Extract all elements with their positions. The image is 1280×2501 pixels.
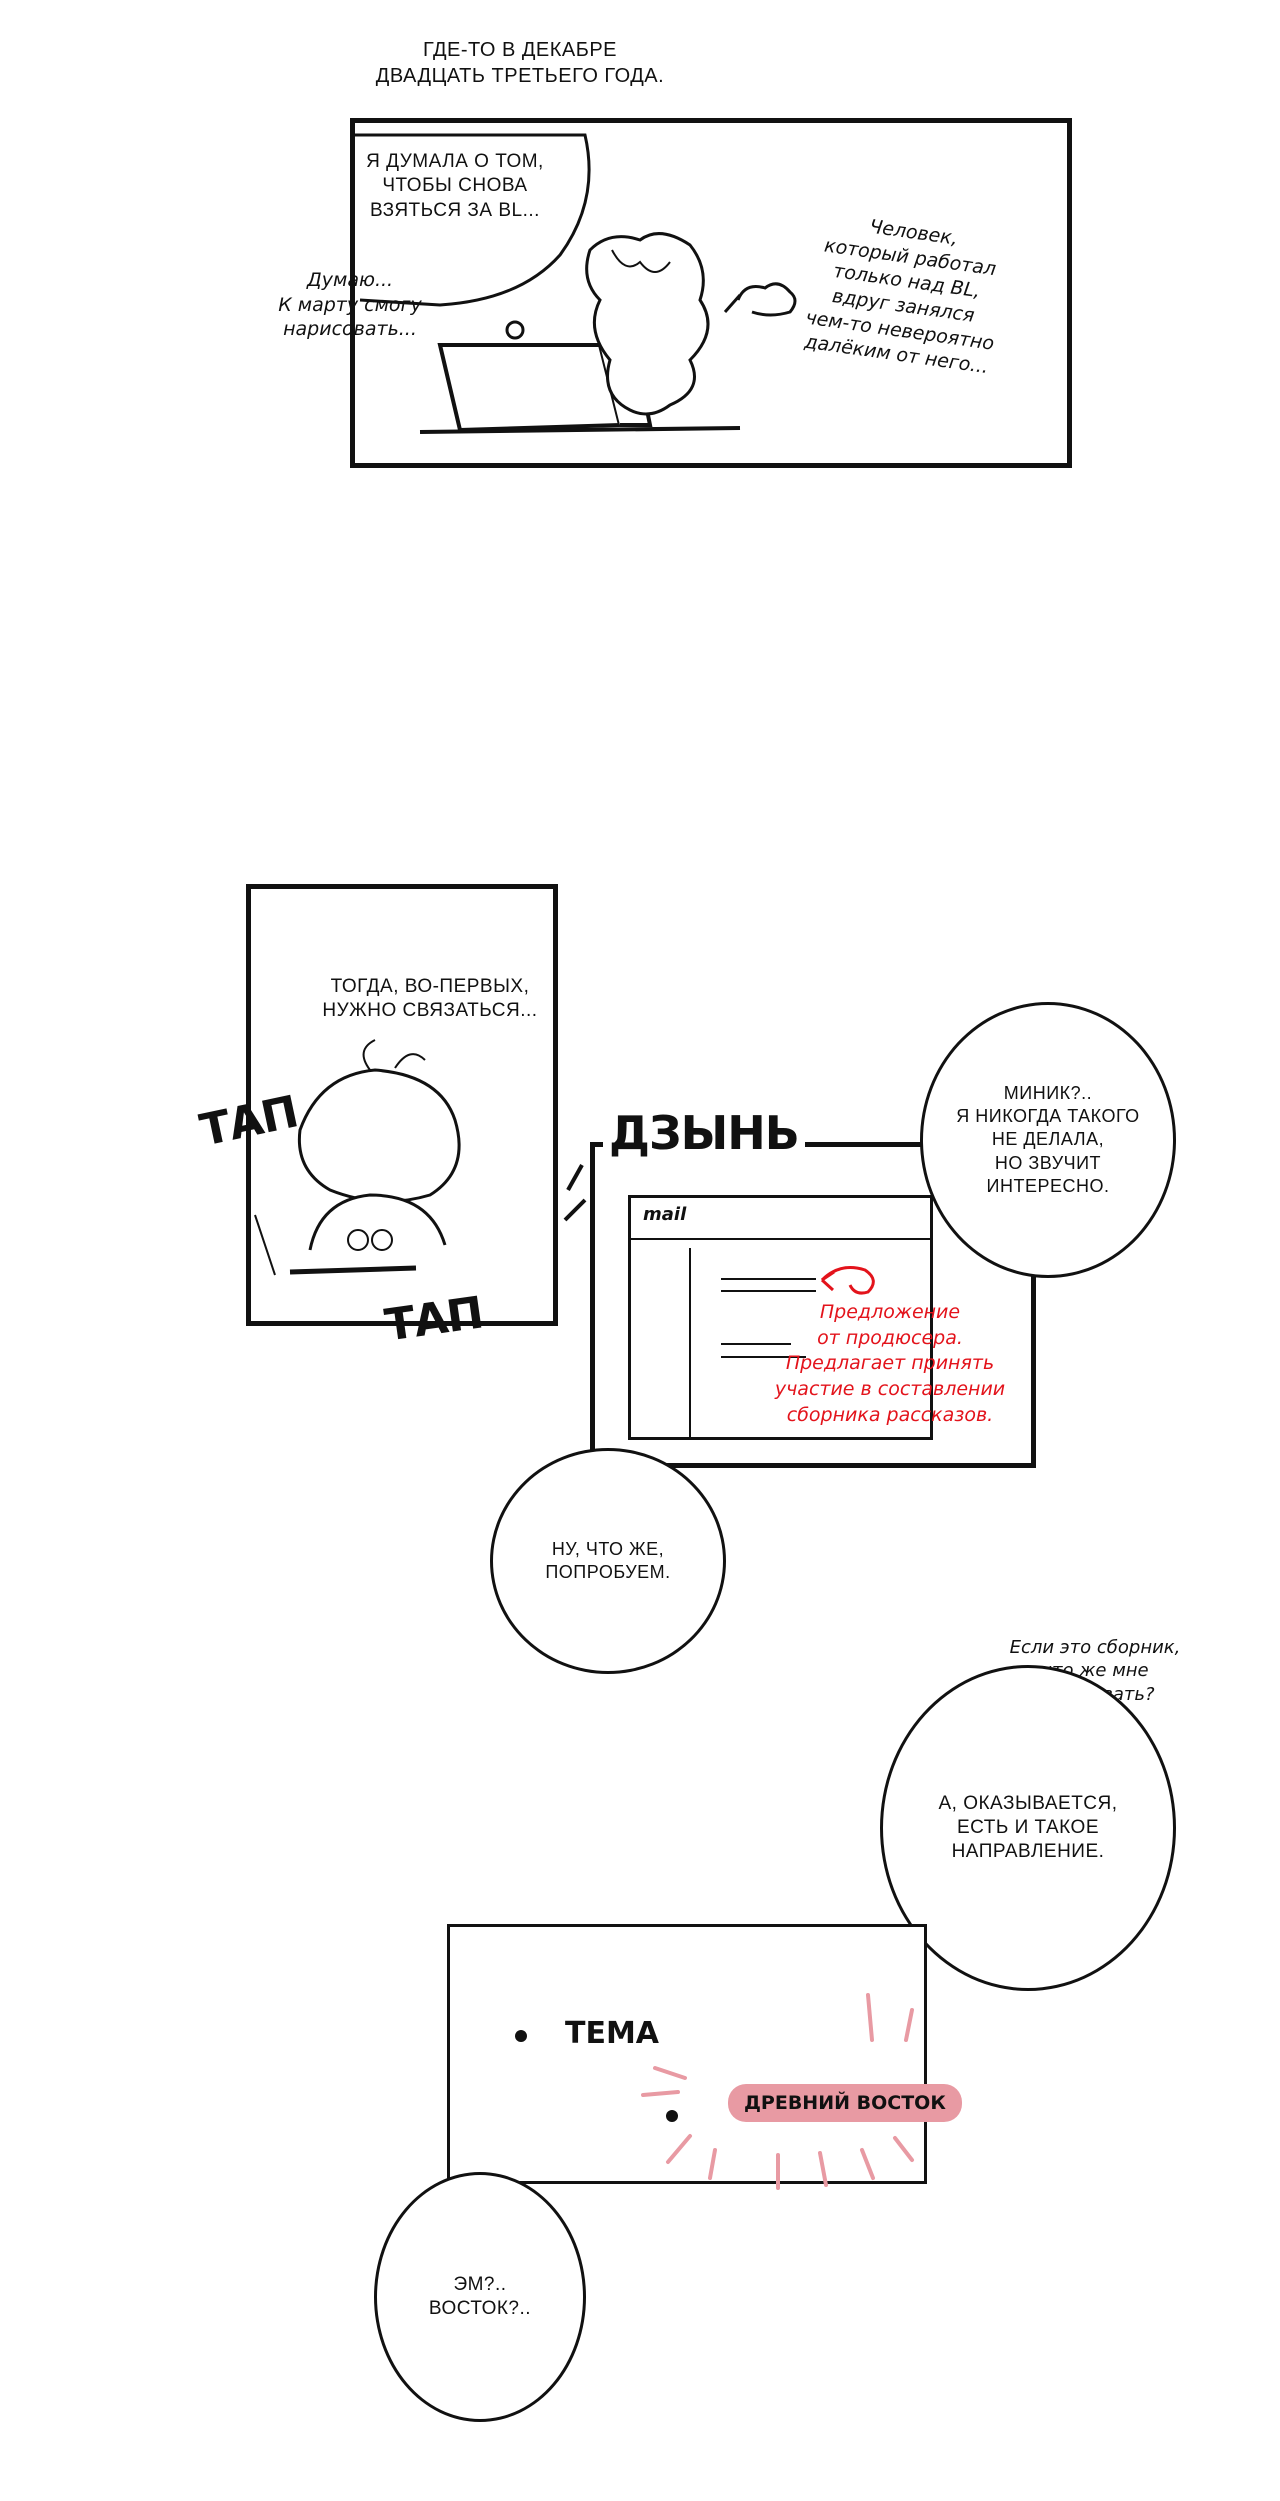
mail-label: mail <box>643 1204 687 1225</box>
red-arrow-icon <box>820 1266 875 1295</box>
panel2-text: ТОГДА, ВО-ПЕРВЫХ, НУЖНО СВЯЗАТЬСЯ... <box>322 976 538 1022</box>
mail-line-2 <box>721 1290 816 1292</box>
topic-value-pill: ДРЕВНИЙ ВОСТОК <box>728 2084 962 2122</box>
topic-bullet-icon <box>515 2030 527 2042</box>
thought-bubble-outline <box>355 133 797 434</box>
mail-line-1 <box>721 1278 816 1280</box>
bubble-direction: А, ОКАЗЫВАЕТСЯ, ЕСТЬ И ТАКОЕ НАПРАВЛЕНИЕ… <box>880 1665 1176 1991</box>
mail-sidebar-divider <box>689 1248 691 1438</box>
mail-line-4 <box>721 1356 806 1358</box>
panel1-side-note: Думаю... К марту смогу нарисовать... <box>278 269 422 341</box>
bubble-try-text: НУ, ЧТО ЖЕ, ПОПРОБУЕМ. <box>545 1538 671 1582</box>
caption-top: ГДЕ-ТО В ДЕКАБРЕ ДВАДЦАТЬ ТРЕТЬЕГО ГОДА. <box>375 39 665 87</box>
bubble-direction-text: А, ОКАЗЫВАЕТСЯ, ЕСТЬ И ТАКОЕ НАПРАВЛЕНИЕ… <box>938 1792 1118 1863</box>
bubble-try: НУ, ЧТО ЖЕ, ПОПРОБУЕМ. <box>490 1448 726 1674</box>
panel-1 <box>350 118 1072 468</box>
mail-line-3 <box>721 1343 791 1345</box>
topic-label: ТЕМА <box>565 2016 660 2051</box>
mail-window: mail <box>628 1195 933 1440</box>
mail-header-line <box>631 1238 931 1240</box>
topic-value-bullet-icon <box>666 2110 678 2122</box>
panel1-thought-text: Я ДУМАЛА О ТОМ, ЧТОБЫ СНОВА ВЗЯТЬСЯ ЗА B… <box>366 151 544 221</box>
sfx-dzyn: ДЗЫНЬ <box>603 1110 805 1156</box>
bubble-east: ЭМ?.. ВОСТОК?.. <box>374 2172 586 2422</box>
bubble-minik-text: МИНИК?.. Я НИКОГДА ТАКОГО НЕ ДЕЛАЛА, НО … <box>956 1083 1140 1196</box>
producer-offer-note: Предложение от продюсера. Предлагает при… <box>774 1301 1006 1426</box>
panel2-drawing <box>254 1039 461 1276</box>
emphasis-strokes <box>641 1993 914 2190</box>
panel3-decor <box>563 1164 587 1222</box>
bubble-east-text: ЭМ?.. ВОСТОК?.. <box>428 2273 532 2319</box>
bubble-minik: МИНИК?.. Я НИКОГДА ТАКОГО НЕ ДЕЛАЛА, НО … <box>920 1002 1176 1278</box>
